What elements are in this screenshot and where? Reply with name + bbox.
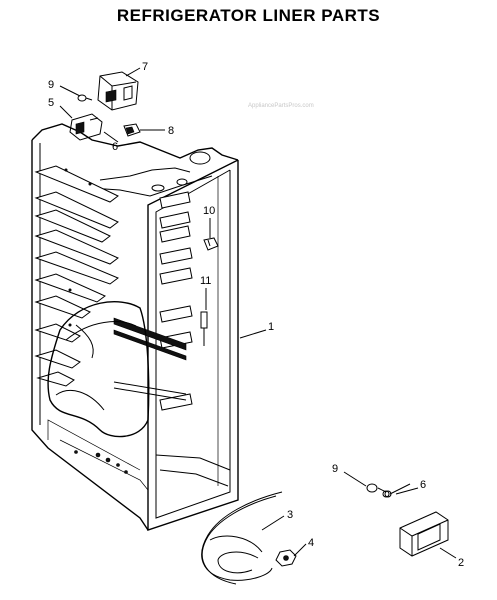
callout-9-upper: 9: [48, 79, 54, 91]
callout-labels: 7 9 5 6 8 10 11 1 9 6 3 4 2: [48, 61, 464, 569]
callout-11: 11: [200, 275, 211, 287]
diagram-title: REFRIGERATOR LINER PARTS: [116, 6, 381, 25]
bulb-part-9-upper: [77, 94, 93, 102]
clip-part-8: [123, 123, 141, 137]
bulb-socket-lower: [366, 483, 411, 498]
sensor-part-11: [200, 311, 208, 346]
callout-3: 3: [287, 509, 293, 521]
watermark-text: AppliancePartsPros.com: [248, 103, 314, 109]
callout-8: 8: [168, 125, 174, 137]
callout-5: 5: [48, 97, 54, 109]
nut-part-4: [275, 549, 297, 567]
clip-part-10: [203, 237, 219, 251]
crisper-area: [47, 301, 150, 438]
liner-holes: [64, 168, 128, 474]
cover-part-2: [399, 511, 449, 557]
callout-10: 10: [203, 205, 215, 217]
callout-4: 4: [308, 537, 314, 549]
right-shelf-rails: [113, 191, 193, 411]
leader-lines: [59, 67, 457, 559]
callout-6-upper: 6: [112, 141, 118, 153]
callout-9-lower: 9: [332, 463, 338, 475]
refrigerator-liner: [31, 123, 239, 531]
callout-6-lower: 6: [420, 479, 426, 491]
callout-7: 7: [142, 61, 148, 73]
callout-1: 1: [268, 321, 274, 333]
tubing-part-3: [201, 491, 283, 585]
control-housing-part-7: [97, 71, 139, 111]
switch-part-5: [69, 113, 103, 141]
left-shelf-rails: [34, 165, 119, 387]
callout-2: 2: [458, 557, 464, 569]
